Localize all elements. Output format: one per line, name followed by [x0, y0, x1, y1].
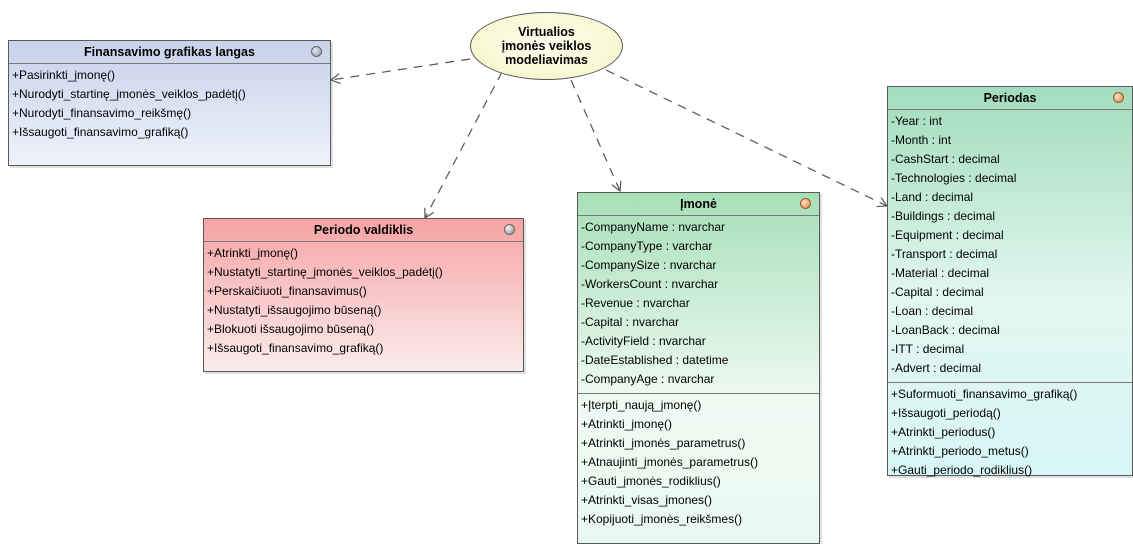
boundary-circle-icon	[311, 46, 322, 57]
attribute-item: -Transport : decimal	[891, 247, 998, 261]
attribute-item: -Loan : decimal	[891, 304, 974, 318]
operations-section: +Suformuoti_finansavimo_grafiką() +Išsau…	[888, 382, 1132, 484]
edge-usecase-periodas	[605, 69, 889, 208]
class-header: Periodas	[888, 87, 1132, 110]
operations-section: +Įterpti_naują_įmonę() +Atrinkti_įmonę()…	[578, 393, 819, 533]
edge-usecase-finansavimo	[329, 58, 471, 85]
operation-item: +Nustatyti_išsaugojimo būseną()	[207, 303, 382, 317]
operation-item: +Išsaugoti_finansavimo_grafiką()	[207, 341, 384, 355]
operation-item: +Blokuoti išsaugojimo būseną()	[207, 322, 375, 336]
class-title: Periodas	[983, 91, 1037, 105]
attribute-item: -Month : int	[891, 133, 952, 147]
operation-item: +Atrinkti_periodo_metus()	[891, 444, 1029, 458]
attribute-item: -WorkersCount : nvarchar	[581, 277, 719, 291]
class-periodo-valdiklis[interactable]: Periodo valdiklis +Atrinkti_įmonę() +Nus…	[203, 218, 524, 372]
edge-usecase-imone	[570, 79, 622, 193]
attribute-item: -LoanBack : decimal	[891, 323, 1000, 337]
attribute-item: -Buildings : decimal	[891, 209, 996, 223]
operation-item: +Pasirinkti_įmonę()	[12, 68, 116, 82]
usecase-line: įmonės veiklos	[501, 39, 592, 53]
operation-item: +Išsaugoti_periodą()	[891, 406, 1001, 420]
usecase-line: modeliavimas	[505, 53, 588, 67]
operation-item: +Nurodyti_finansavimo_reikšmę()	[12, 106, 192, 120]
usecase-line: Virtualios	[518, 25, 575, 39]
class-periodas[interactable]: Periodas -Year : int -Month : int -CashS…	[887, 86, 1133, 477]
attribute-item: -Revenue : nvarchar	[581, 296, 690, 310]
entity-circle-icon	[1113, 92, 1124, 103]
attributes-section: -CompanyName : nvarchar -CompanyType : v…	[578, 216, 819, 393]
class-header: Finansavimo grafikas langas	[9, 41, 330, 64]
operation-item: +Atrinkti_visas_įmones()	[581, 493, 713, 507]
class-imone[interactable]: Įmonė -CompanyName : nvarchar -CompanyTy…	[577, 192, 820, 544]
operation-item: +Perskaičiuoti_finansavimus()	[207, 284, 367, 298]
operation-item: +Atrinkti_įmonę()	[207, 246, 299, 260]
attribute-item: -Year : int	[891, 114, 942, 128]
attribute-item: -CompanySize : nvarchar	[581, 258, 717, 272]
attribute-item: -Capital : decimal	[891, 285, 984, 299]
attribute-item: -Land : decimal	[891, 190, 974, 204]
class-title: Finansavimo grafikas langas	[84, 45, 255, 59]
class-finansavimo-grafikas-langas[interactable]: Finansavimo grafikas langas +Pasirinkti_…	[8, 40, 331, 166]
class-header: Įmonė	[578, 193, 819, 216]
operation-item: +Išsaugoti_finansavimo_grafiką()	[12, 125, 189, 139]
operation-item: +Atnaujinti_įmonės_parametrus()	[581, 455, 759, 469]
attribute-item: -Advert : decimal	[891, 361, 982, 375]
operation-item: +Įterpti_naują_įmonę()	[581, 398, 702, 412]
attributes-section: -Year : int -Month : int -CashStart : de…	[888, 110, 1132, 382]
class-title: Įmonė	[680, 197, 717, 211]
attribute-item: -Material : decimal	[891, 266, 990, 280]
operation-item: +Nustatyti_startinę_įmonės_veiklos_padėt…	[207, 265, 443, 279]
attribute-item: -Capital : nvarchar	[581, 315, 680, 329]
class-header: Periodo valdiklis	[204, 219, 523, 242]
entity-circle-icon	[800, 198, 811, 209]
control-circle-icon	[504, 224, 515, 235]
operation-item: +Gauti_periodo_rodiklius()	[891, 463, 1033, 477]
operation-item: +Atrinkti_įmonės_parametrus()	[581, 436, 746, 450]
attribute-item: -CompanyAge : nvarchar	[581, 372, 715, 386]
edge-usecase-periodo-valdiklis	[424, 71, 503, 220]
attribute-item: -Technologies : decimal	[891, 171, 1017, 185]
attribute-item: -ITT : decimal	[891, 342, 965, 356]
operations-section: +Pasirinkti_įmonę() +Nurodyti_startinę_į…	[9, 64, 330, 146]
operation-item: +Nurodyti_startinę_įmonės_veiklos_padėtį…	[12, 87, 246, 101]
attribute-item: -Equipment : decimal	[891, 228, 1004, 242]
usecase-ellipse[interactable]: Virtualios įmonės veiklos modeliavimas	[470, 12, 623, 80]
attribute-item: -ActivityField : nvarchar	[581, 334, 706, 348]
operation-item: +Suformuoti_finansavimo_grafiką()	[891, 387, 1078, 401]
operation-item: +Atrinkti_periodus()	[891, 425, 996, 439]
attribute-item: -CashStart : decimal	[891, 152, 1000, 166]
operation-item: +Gauti_įmonės_rodiklius()	[581, 474, 721, 488]
attribute-item: -CompanyName : nvarchar	[581, 220, 726, 234]
attribute-item: -CompanyType : varchar	[581, 239, 713, 253]
class-title: Periodo valdiklis	[313, 223, 414, 237]
operations-section: +Atrinkti_įmonę() +Nustatyti_startinę_įm…	[204, 242, 523, 362]
operation-item: +Atrinkti_įmonę()	[581, 417, 673, 431]
operation-item: +Kopijuoti_įmonės_reikšmes()	[581, 512, 743, 526]
attribute-item: -DateEstablished : datetime	[581, 353, 729, 367]
